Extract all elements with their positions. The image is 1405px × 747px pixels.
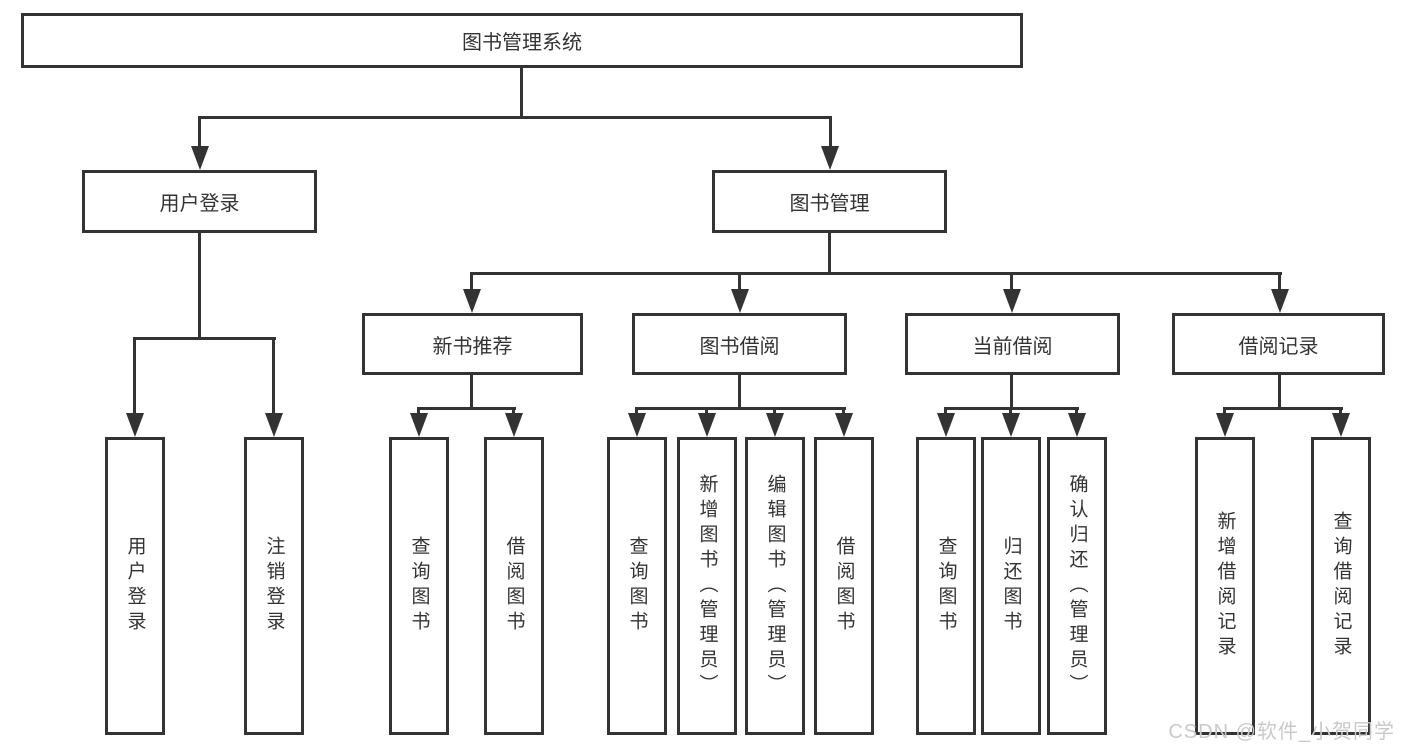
connector-line: [470, 272, 473, 292]
connector-line: [198, 233, 201, 339]
connector-line: [520, 68, 523, 116]
arrow-down-icon: [835, 413, 853, 437]
connector-line: [635, 407, 638, 417]
connector-line: [417, 407, 420, 417]
node-library-system: 图书管理系统: [21, 13, 1023, 68]
connector-line: [199, 116, 832, 119]
arrow-down-icon: [731, 289, 749, 313]
leaf-borrowing-borrow-books-label: 借阅图书: [833, 536, 855, 636]
leaf-add-books-admin-label: 新增图书（管理员）: [696, 473, 718, 699]
arrow-down-icon: [628, 413, 646, 437]
node-book-borrowing: 图书借阅: [632, 313, 847, 375]
connector-line: [470, 272, 1282, 275]
leaf-return-books-label: 归还图书: [1000, 536, 1022, 636]
connector-line: [133, 337, 136, 415]
connector-line: [944, 407, 947, 417]
arrow-down-icon: [505, 413, 523, 437]
node-current-borrowing: 当前借阅: [905, 313, 1120, 375]
connector-line: [1223, 407, 1226, 417]
leaf-edit-books-admin-label: 编辑图书（管理员）: [764, 473, 786, 699]
leaf-newbook-borrow-books: 借阅图书: [484, 437, 544, 735]
connector-line: [842, 407, 845, 417]
arrow-down-icon: [1216, 413, 1234, 437]
leaf-newbook-query-books-label: 查询图书: [408, 536, 430, 636]
node-user-login: 用户登录: [82, 170, 317, 233]
leaf-current-query-books-label: 查询图书: [935, 536, 957, 636]
leaf-newbook-query-books: 查询图书: [389, 437, 449, 735]
arrow-down-icon: [698, 413, 716, 437]
node-library-system-label: 图书管理系统: [462, 32, 582, 54]
arrow-down-icon: [766, 413, 784, 437]
leaf-confirm-return-admin: 确认归还（管理员）: [1047, 437, 1107, 735]
leaf-add-borrow-record-label: 新增借阅记录: [1214, 511, 1236, 661]
connector-line: [738, 272, 741, 292]
leaf-query-borrow-record: 查询借阅记录: [1311, 437, 1371, 735]
arrow-down-icon: [191, 146, 209, 170]
leaf-borrowing-borrow-books: 借阅图书: [814, 437, 874, 735]
connector-line: [1075, 407, 1078, 417]
connector-line: [1339, 407, 1342, 417]
arrow-down-icon: [1271, 289, 1289, 313]
connector-line: [705, 407, 708, 417]
leaf-user-login-label: 用户登录: [124, 536, 146, 636]
arrow-down-icon: [821, 146, 839, 170]
node-current-borrowing-label: 当前借阅: [972, 335, 1053, 358]
leaf-add-borrow-record: 新增借阅记录: [1195, 437, 1255, 735]
connector-line: [418, 407, 516, 410]
leaf-current-query-books: 查询图书: [916, 437, 976, 735]
connector-line: [829, 116, 832, 152]
leaf-borrowing-query-books-label: 查询图书: [626, 536, 648, 636]
leaf-query-borrow-record-label: 查询借阅记录: [1330, 511, 1352, 661]
node-borrowing-records-label: 借阅记录: [1238, 335, 1319, 358]
node-user-login-label: 用户登录: [159, 193, 240, 215]
connector-line: [1278, 272, 1281, 292]
leaf-return-books: 归还图书: [981, 437, 1041, 735]
connector-line: [512, 407, 515, 417]
node-book-management-label: 图书管理: [789, 193, 870, 215]
connector-line: [773, 407, 776, 417]
leaf-borrowing-query-books: 查询图书: [607, 437, 667, 735]
arrow-down-icon: [1002, 413, 1020, 437]
leaf-logout-label: 注销登录: [263, 536, 285, 636]
arrow-down-icon: [1332, 413, 1350, 437]
connector-line: [636, 407, 846, 410]
node-book-management: 图书管理: [712, 170, 947, 233]
leaf-newbook-borrow-books-label: 借阅图书: [503, 536, 525, 636]
leaf-user-login: 用户登录: [105, 437, 165, 735]
connector-line: [198, 116, 201, 152]
csdn-watermark: CSDN @软件_小贺同学: [1168, 721, 1395, 743]
node-new-book-recommend-label: 新书推荐: [432, 335, 513, 358]
connector-line: [1278, 375, 1281, 409]
connector-line: [470, 375, 473, 409]
leaf-add-books-admin: 新增图书（管理员）: [677, 437, 737, 735]
leaf-logout: 注销登录: [244, 437, 304, 735]
connector-line: [134, 337, 276, 340]
arrow-down-icon: [937, 413, 955, 437]
connector-line: [945, 407, 1079, 410]
node-new-book-recommend: 新书推荐: [362, 313, 583, 375]
connector-line: [1010, 272, 1013, 292]
arrow-down-icon: [126, 413, 144, 437]
connector-line: [828, 233, 831, 274]
leaf-edit-books-admin: 编辑图书（管理员）: [745, 437, 805, 735]
node-borrowing-records: 借阅记录: [1172, 313, 1385, 375]
node-book-borrowing-label: 图书借阅: [699, 335, 780, 358]
arrow-down-icon: [410, 413, 428, 437]
arrow-down-icon: [1003, 289, 1021, 313]
arrow-down-icon: [265, 413, 283, 437]
connector-line: [1009, 407, 1012, 417]
leaf-confirm-return-admin-label: 确认归还（管理员）: [1066, 473, 1088, 699]
connector-line: [272, 337, 275, 415]
connector-line: [738, 375, 741, 409]
connector-line: [1224, 407, 1343, 410]
arrow-down-icon: [463, 289, 481, 313]
connector-line: [1010, 375, 1013, 409]
arrow-down-icon: [1068, 413, 1086, 437]
